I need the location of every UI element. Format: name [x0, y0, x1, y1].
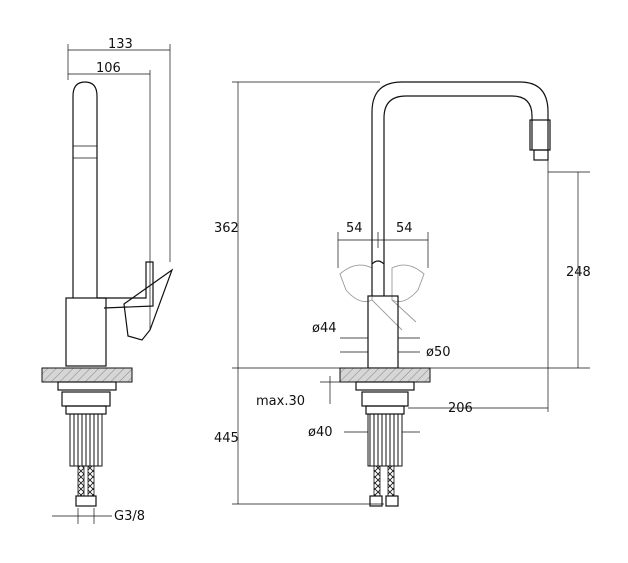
spout-reach-label: 206 [448, 401, 473, 416]
deck-plate-side [41, 367, 133, 383]
side-spout-width-label: 106 [96, 61, 121, 76]
front-view: 362 445 248 54 54 ø44 ø50 [214, 81, 591, 507]
body-diameter-bottom-label: ø50 [426, 345, 451, 360]
below-deck-length-label: 445 [214, 431, 239, 446]
handle-right-label: 54 [396, 221, 413, 236]
deck-plate-front [339, 367, 431, 383]
shank-diameter-label: ø40 [308, 425, 333, 440]
spout-height-label: 248 [566, 265, 591, 280]
side-total-width-label: 133 [108, 37, 133, 52]
max-deck-thickness-label: max.30 [256, 394, 305, 409]
handle-left-label: 54 [346, 221, 363, 236]
hose-thread-label: G3/8 [114, 509, 145, 524]
total-height-label: 362 [214, 221, 239, 236]
side-view: 133 106 G3/8 [41, 37, 174, 524]
body-diameter-top-label: ø44 [312, 321, 337, 336]
